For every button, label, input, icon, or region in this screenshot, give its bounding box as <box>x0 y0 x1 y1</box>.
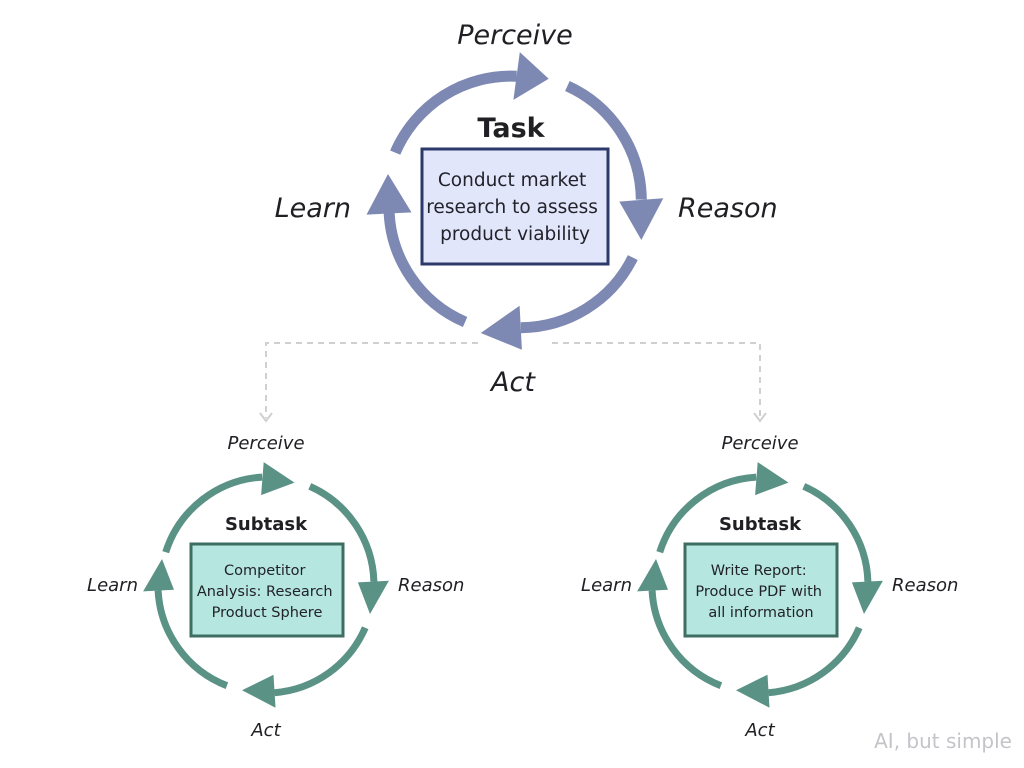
main-act-label: Act <box>489 367 536 398</box>
sub2-reason-label: Reason <box>892 575 958 596</box>
main-task-line-3: product viability <box>440 224 590 245</box>
arrowhead-perceive <box>513 52 549 100</box>
sub2-arc-reason-to-act <box>768 626 863 697</box>
sub2-arc-learn-to-perceive <box>656 473 757 554</box>
sub1-act-label: Act <box>250 720 281 741</box>
sub2-arrowhead-learn <box>637 559 668 592</box>
subtask-2-arrows <box>637 462 883 708</box>
sub2-act-label: Act <box>744 720 775 741</box>
sub2-subtask-box <box>683 542 839 638</box>
main-cycle: Perceive Reason Act Learn Task Conduct m… <box>275 20 778 398</box>
main-task-line-1: Conduct market <box>438 170 586 191</box>
sub1-arc-perceive-to-reason <box>308 483 378 582</box>
main-task-line-2: research to assess <box>426 197 598 218</box>
sub2-arc-act-to-learn <box>648 590 723 689</box>
sub1-perceive-label: Perceive <box>227 433 304 454</box>
sub1-arrowhead-reason <box>357 580 389 614</box>
sub2-arc-perceive-to-reason <box>802 483 872 582</box>
main-task-box <box>420 147 610 266</box>
subtask-cycle-competitor: Perceive Reason Act Learn Subtask Compet… <box>87 433 464 741</box>
sub2-perceive-label: Perceive <box>721 433 798 454</box>
sub1-arrowhead-act <box>242 674 276 708</box>
connector-right-arrowhead <box>753 412 767 423</box>
arc-act-to-learn <box>383 209 468 328</box>
sub1-arrowhead-perceive <box>261 462 295 496</box>
main-task-title: Task <box>477 113 545 144</box>
arrowhead-reason <box>619 198 664 240</box>
connector-right <box>552 342 761 418</box>
sub1-arrowhead-learn <box>143 559 174 592</box>
sub2-learn-label: Learn <box>581 575 632 596</box>
sub2-line-3: all information <box>708 605 813 621</box>
watermark-text: AI, but simple <box>874 729 1012 753</box>
sub2-arrowhead-act <box>736 674 770 708</box>
sub1-reason-label: Reason <box>398 575 464 596</box>
sub2-line-2: Produce PDF with <box>695 584 822 600</box>
main-cycle-arrows <box>366 52 664 350</box>
sub1-arc-learn-to-perceive <box>162 473 263 554</box>
main-reason-label: Reason <box>678 193 778 224</box>
main-perceive-label: Perceive <box>457 20 573 51</box>
sub1-line-3: Product Sphere <box>212 605 323 621</box>
main-learn-label: Learn <box>275 193 351 224</box>
sub1-subtask-box <box>189 542 345 638</box>
main-task-description: Conduct market research to assess produc… <box>426 170 604 245</box>
sub1-arc-act-to-learn <box>154 590 229 689</box>
arrowhead-learn <box>366 174 412 215</box>
subtask-1-arrows <box>143 462 389 708</box>
connector-left <box>265 342 478 418</box>
sub1-learn-label: Learn <box>87 575 138 596</box>
sub2-subtask-title: Subtask <box>719 514 802 535</box>
sub1-line-1: Competitor <box>224 563 306 579</box>
arc-reason-to-act <box>520 255 638 334</box>
sub2-arrowhead-reason <box>851 580 883 614</box>
connector-left-arrowhead <box>259 412 273 423</box>
sub2-line-1: Write Report: <box>711 563 807 579</box>
sub2-subtask-description: Write Report: Produce PDF with all infor… <box>695 563 826 621</box>
arrowhead-act <box>480 305 522 350</box>
arc-perceive-to-reason <box>565 80 647 200</box>
sub1-line-2: Analysis: Research <box>197 584 333 600</box>
sub2-arrowhead-perceive <box>755 462 789 496</box>
sub1-subtask-description: Competitor Analysis: Research Product Sp… <box>197 563 337 621</box>
sub1-arc-reason-to-act <box>274 626 369 697</box>
arc-learn-to-perceive <box>390 70 517 155</box>
hierarchy-connectors <box>259 342 767 423</box>
subtask-cycle-report: Perceive Reason Act Learn Subtask Write … <box>581 433 958 741</box>
sub1-subtask-title: Subtask <box>225 514 308 535</box>
